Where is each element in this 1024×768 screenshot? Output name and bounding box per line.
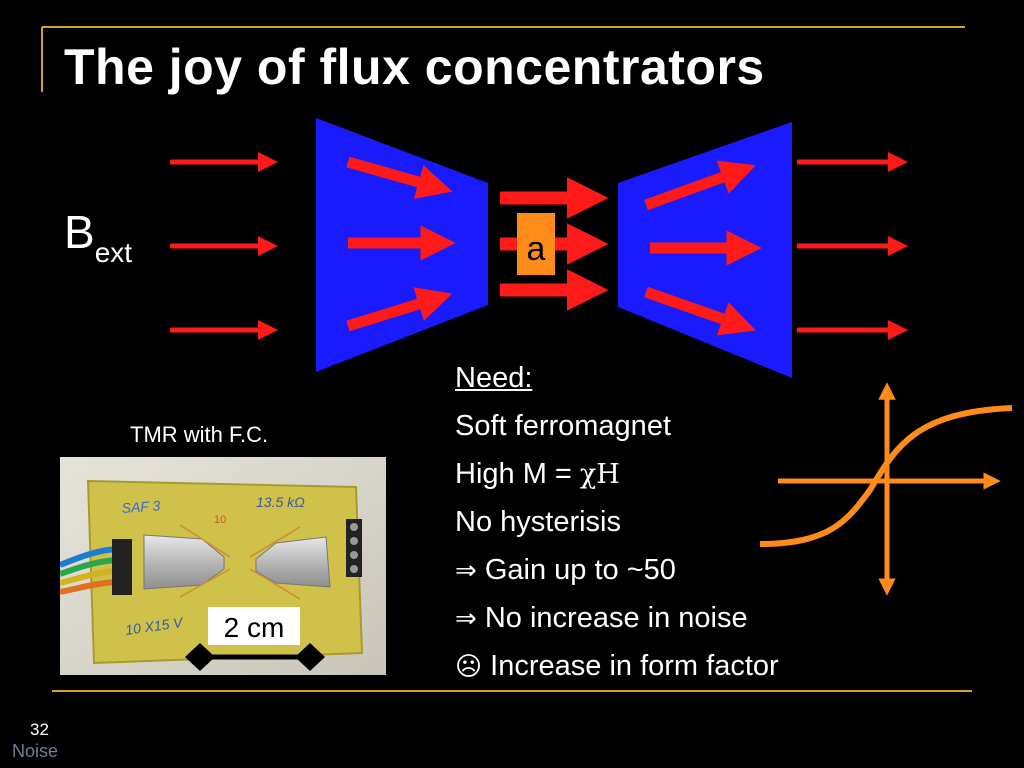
scale-bar-end: [185, 643, 215, 671]
field-subscript: ext: [94, 237, 133, 268]
flux-arrow: [346, 287, 453, 332]
list-item: ⇒ No increase in noise: [455, 602, 748, 634]
list-item: No hysterisis: [455, 506, 621, 538]
sensor-illustration: SAF 3 13.5 kΩ 10 10 X15 V 2 cm: [60, 457, 386, 675]
implies-icon: ⇒: [455, 556, 477, 586]
photo-right-concentrator: [255, 536, 331, 588]
scale-bar-end: [295, 643, 325, 671]
pin-header: [346, 519, 362, 577]
photo-caption: TMR with F.C.: [130, 422, 269, 447]
scale-label-box: [208, 607, 300, 645]
scale-label: 2 cm: [224, 612, 285, 643]
chi-h-formula: χH: [579, 459, 620, 490]
sensor-photo: SAF 3 13.5 kΩ 10 10 X15 V 2 cm: [60, 457, 386, 675]
frown-icon: ☹: [455, 652, 483, 682]
requirements-list: Need: Soft ferromagnet High M = χH No hy…: [455, 354, 779, 690]
list-item: ⇒ Gain up to ~50: [455, 554, 676, 586]
pin-header: [112, 539, 132, 595]
m-h-curve: [759, 405, 1013, 547]
flux-arrow: [644, 286, 756, 336]
requirements-heading: Need:: [455, 362, 533, 394]
section-label: Noise: [12, 741, 59, 761]
board-label: SAF 3: [121, 497, 161, 516]
list-item: ☹ Increase in form factor: [455, 650, 779, 682]
slide-title: The joy of flux concentrators: [64, 39, 765, 95]
flux-arrow: [346, 156, 453, 199]
board-label: 13.5 kΩ: [256, 494, 305, 510]
implies-icon: ⇒: [455, 604, 477, 634]
list-item: Soft ferromagnet: [455, 410, 671, 442]
gap-label: a: [517, 213, 555, 275]
page-number: 32: [30, 720, 49, 739]
board-label: 10: [214, 514, 226, 526]
external-field-label: Bext: [64, 205, 132, 269]
flux-arrow: [644, 160, 756, 211]
field-symbol: B: [64, 206, 95, 258]
list-item: High M = χH: [455, 458, 620, 490]
